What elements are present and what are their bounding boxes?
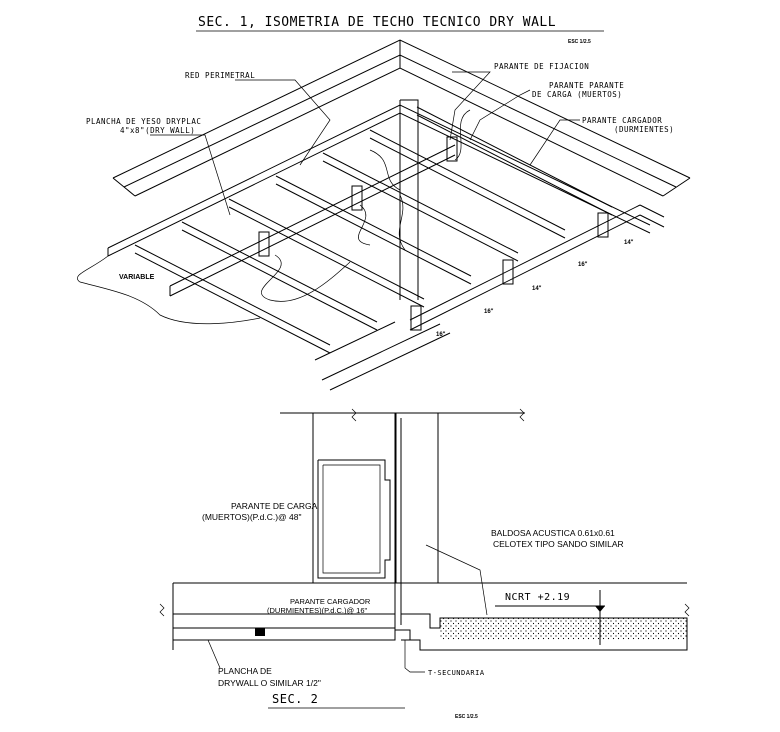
- section-2-cross-section: PARANTE DE CARGA (MUERTOS)(P.d.C.)@ 48" …: [159, 408, 690, 720]
- label-parante-carga-2: DE CARGA (MUERTOS): [532, 90, 622, 99]
- joist-line: [228, 198, 425, 300]
- concrete-column: [394, 413, 439, 630]
- section-2-title: SEC. 2: [272, 692, 318, 706]
- parante-carga-stud: [312, 412, 397, 584]
- joist-line: [275, 175, 472, 277]
- joist-line: [134, 252, 331, 354]
- parante-cargador-joists: [134, 106, 613, 354]
- label-parante-cargador-2: (DURMIENTES): [614, 125, 674, 134]
- red-perimetral: [107, 104, 651, 257]
- joist-line: [181, 229, 378, 331]
- section-1-title: SEC. 1, ISOMETRIA DE TECHO TECNICO DRY W…: [198, 15, 556, 30]
- label-parante-carga-1: PARANTE DE CARGA: [231, 501, 318, 511]
- dim-label: 14": [624, 240, 634, 246]
- label-plancha-2: 4"x8"(DRY WALL): [120, 126, 195, 135]
- label-plancha-1: PLANCHA DE: [218, 666, 272, 676]
- label-plancha-1: PLANCHA DE YESO DRYPLAC: [86, 117, 201, 126]
- joist-line: [228, 206, 425, 308]
- joist-line: [322, 152, 519, 254]
- break-symbol: [159, 603, 165, 617]
- label-parante-fijacion: PARANTE DE FIJACION: [494, 62, 589, 71]
- label-parante-cargador-1: PARANTE CARGADOR: [582, 116, 662, 125]
- joist-line: [181, 221, 378, 323]
- label-parante-carga-1: PARANTE PARANTE: [549, 81, 624, 90]
- joist-line: [134, 244, 331, 346]
- label-parante-carga-2: (MUERTOS)(P.d.C.)@ 48": [202, 512, 302, 522]
- dim-label: 16": [578, 262, 588, 268]
- joist-line: [416, 106, 613, 208]
- label-cargador-1: PARANTE CARGADOR: [290, 597, 371, 606]
- parante-carga-bearers: [169, 144, 665, 331]
- label-plancha-2: DRYWALL O SIMILAR 1/2": [218, 678, 321, 688]
- section-1-leaders: [150, 71, 580, 216]
- parante-fijacion-hangers: [258, 136, 609, 331]
- joist-line: [322, 160, 519, 262]
- joist-line: [416, 114, 613, 216]
- section-1-scale: ESC 1/2.5: [568, 39, 591, 45]
- dim-label: 14": [532, 286, 542, 292]
- dim-label: 16": [484, 309, 494, 315]
- label-variable: VARIABLE: [119, 274, 155, 281]
- break-symbol: [351, 408, 357, 422]
- label-ncrt: NCRT +2.19: [505, 592, 570, 603]
- joist-line: [275, 183, 472, 285]
- ncrt-level-marker: [495, 590, 605, 645]
- baldosa-acustica: [395, 613, 688, 651]
- label-red-perimetral: RED PERIMETRAL: [185, 71, 255, 80]
- plancha-drywall: [172, 627, 396, 641]
- section-2-scale: ESC 1/2.5: [455, 714, 478, 720]
- break-symbol: [519, 408, 525, 422]
- section-2-leaders: [207, 544, 488, 673]
- label-cargador-2: (DURMIENTES)(P.d.C.)@ 16": [267, 606, 367, 615]
- plancha-boundary: [77, 255, 261, 325]
- break-symbol: [684, 603, 690, 617]
- joist-line: [369, 137, 566, 239]
- hanging-wires: [261, 109, 471, 302]
- label-baldosa-1: BALDOSA ACUSTICA 0.61x0.61: [491, 528, 615, 538]
- section-1-isometric: SEC. 1, ISOMETRIA DE TECHO TECNICO DRY W…: [77, 15, 691, 391]
- perimeter-walls: [112, 39, 691, 391]
- joist-line: [369, 129, 566, 231]
- label-baldosa-2: CELOTEX TIPO SANDO SIMILAR: [493, 539, 624, 549]
- dim-label: 16": [436, 332, 446, 338]
- label-t-secundaria: T-SECUNDARIA: [428, 669, 485, 677]
